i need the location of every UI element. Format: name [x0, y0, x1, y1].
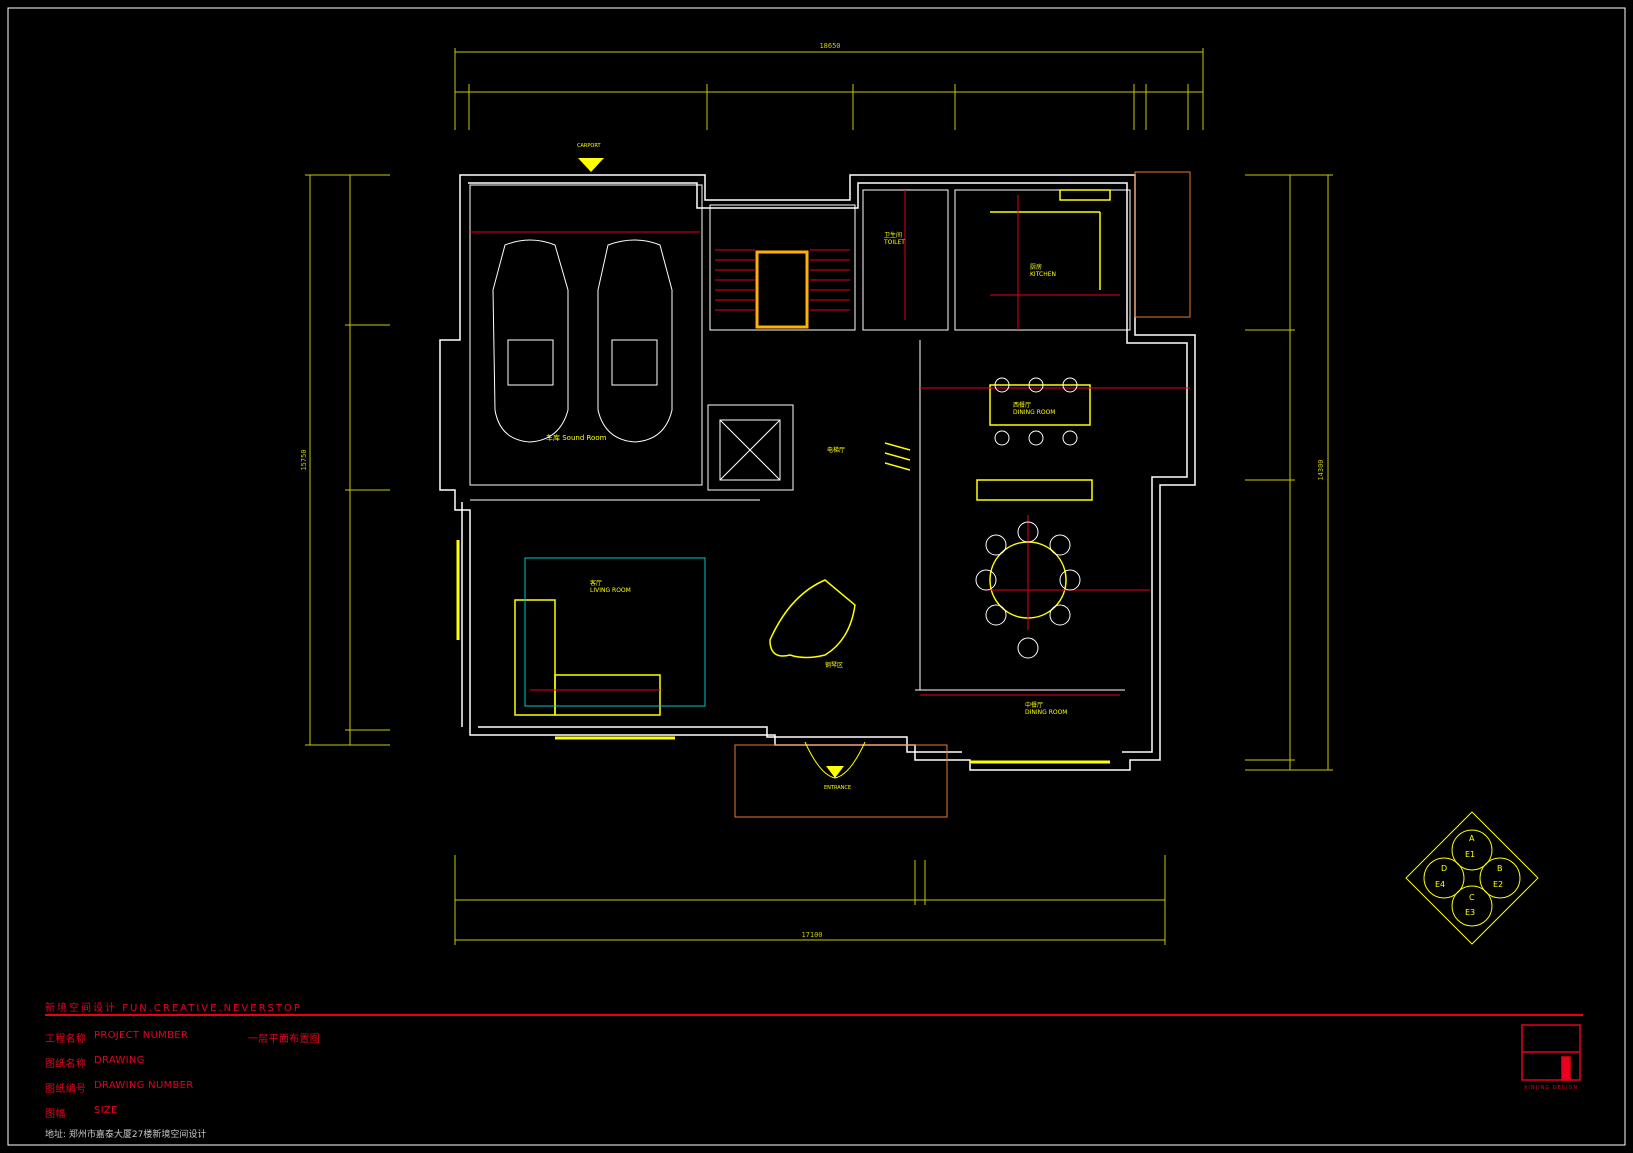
- row-size-cn: 图幅: [45, 1109, 66, 1120]
- row-number-cn: 图纸编号: [45, 1084, 87, 1095]
- left-dimensions: [305, 174, 390, 746]
- outer-walls: [439, 174, 1196, 771]
- top-total-dim: 18650: [819, 42, 840, 50]
- right-total-dim: 14300: [1317, 459, 1325, 480]
- room-label-elevator: 电梯厅: [827, 447, 846, 454]
- room-label-piano: 钢琴区: [825, 662, 844, 669]
- row-size-en: SIZE: [94, 1105, 118, 1116]
- row-drawing-cn: 图纸名称: [45, 1059, 87, 1070]
- carport-label: CARPORT: [577, 143, 601, 149]
- row-project-cn: 工程名称: [45, 1034, 87, 1045]
- right-dimensions: [1245, 174, 1333, 771]
- row-drawing-en: DRAWING: [94, 1055, 145, 1066]
- interior-walls: [469, 184, 1131, 691]
- compass-b: B: [1497, 864, 1503, 873]
- compass-icon: [1405, 811, 1539, 945]
- compass-e1: E1: [1465, 850, 1476, 859]
- compass-e3: E3: [1465, 908, 1476, 917]
- row-number-en: DRAWING NUMBER: [94, 1080, 194, 1091]
- row-project-en: PROJECT NUMBER: [94, 1030, 189, 1041]
- drawing-title: 一层平面布置图: [248, 1034, 321, 1045]
- left-total-dim: 15750: [300, 449, 308, 470]
- cars: [492, 239, 673, 443]
- slogan: 新境空间设计 FUN.CREATIVE.NEVERSTOP: [45, 1003, 302, 1014]
- sheet-frame: [7, 7, 1626, 1146]
- compass-c: C: [1469, 893, 1475, 902]
- logo-caption: XINJING DESIGN: [1524, 1085, 1579, 1091]
- room-label-garage: 车库 Sound Room: [546, 434, 607, 442]
- stairs: [715, 249, 850, 311]
- bottom-dimensions: [454, 855, 1166, 945]
- entrance-area: [734, 171, 1191, 818]
- top-dimensions: [454, 48, 1204, 130]
- compass-d: D: [1441, 864, 1448, 873]
- compass-a: A: [1469, 834, 1475, 843]
- logo-icon: [1521, 1024, 1581, 1081]
- yellow-elements: [456, 189, 1111, 764]
- address: 地址: 郑州市嘉泰大厦27楼新境空间设计: [45, 1130, 207, 1140]
- carport-marker: [578, 158, 604, 172]
- living-rug: [524, 557, 706, 707]
- dining-chairs: [975, 377, 1081, 659]
- bottom-total-dim: 17100: [801, 931, 822, 939]
- entrance-label: ENTRANCE: [824, 785, 852, 791]
- compass-e2: E2: [1493, 880, 1504, 889]
- compass-e4: E4: [1435, 880, 1446, 889]
